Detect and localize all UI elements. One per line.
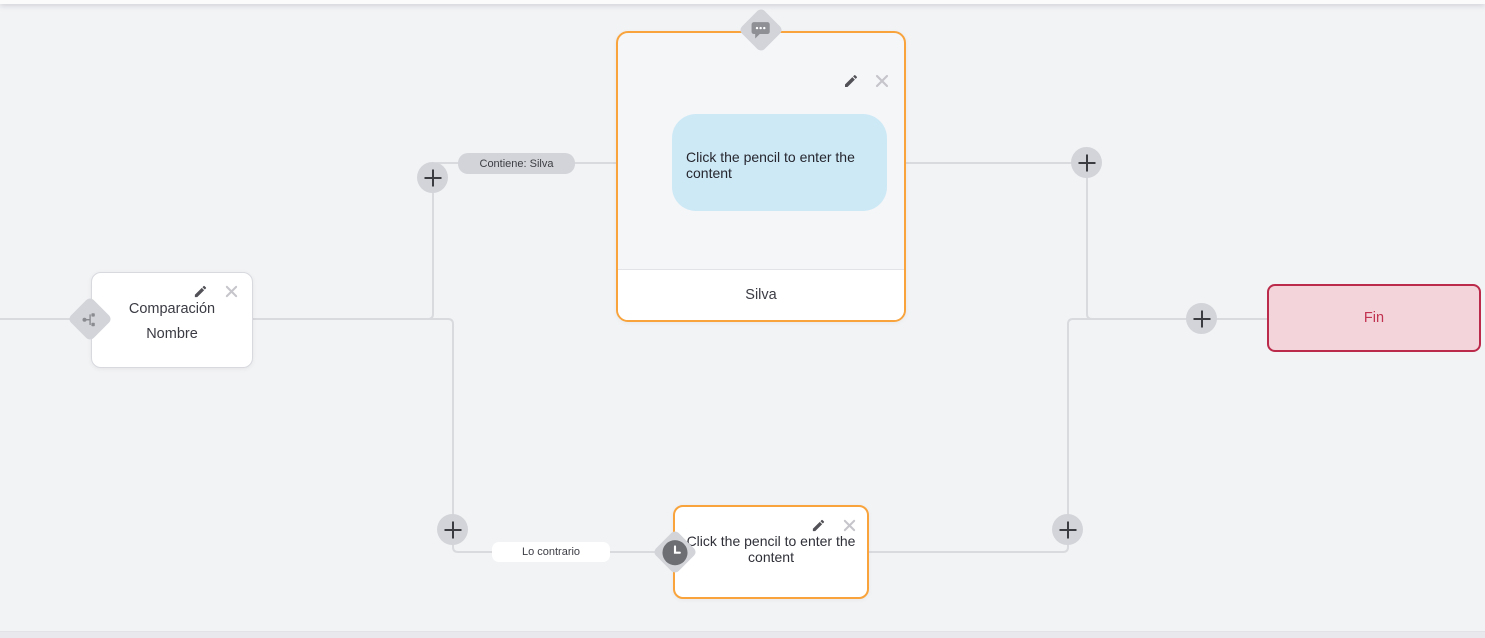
toolbar-bottom-edge [0,0,1485,4]
add-node-button-after-delay[interactable] [1052,514,1083,545]
message-footer-button: Silva [618,269,904,320]
clock-icon [662,539,688,565]
condition-title-line1: Comparación [128,301,216,317]
horizontal-scrollbar-track[interactable] [0,631,1485,638]
connector-condition-to-delay [253,318,673,553]
edit-pencil-button[interactable] [810,517,826,533]
condition-node-card[interactable]: Comparación Nombre [91,272,253,368]
condition-node-badge [67,296,113,342]
delay-node-badge [652,529,698,575]
delay-content-placeholder: Click the pencil to enter the content [686,533,856,565]
condition-title-line2: Nombre [146,326,198,342]
pencil-icon [812,519,824,531]
connector-message-to-end [906,162,1267,320]
close-icon [875,74,889,88]
edit-pencil-button[interactable] [192,283,208,299]
close-icon [225,285,237,297]
delete-node-button[interactable] [841,517,857,533]
add-node-button-top-branch[interactable] [417,162,448,193]
delete-node-button[interactable] [874,73,890,89]
add-node-button-bottom-branch[interactable] [437,514,468,545]
branch-icon [82,312,95,326]
delete-node-button[interactable] [223,283,239,299]
end-node-card[interactable]: Fin [1267,284,1481,352]
message-node-card[interactable]: Click the pencil to enter the content Si… [616,31,906,322]
chat-bubble-icon [751,21,771,39]
message-node-badge [738,7,784,53]
pencil-icon [845,74,858,87]
add-node-button-before-end[interactable] [1186,303,1217,334]
edge-label-contains: Contiene: Silva [458,153,575,174]
message-content-bubble: Click the pencil to enter the content [672,114,887,211]
pencil-icon [194,285,206,297]
delay-node-card[interactable]: Click the pencil to enter the content [673,505,869,599]
edit-pencil-button[interactable] [843,73,859,89]
connector-delay-to-end [869,318,1267,553]
edge-label-otherwise: Lo contrario [492,542,610,562]
close-icon [843,519,855,531]
add-node-button-after-message[interactable] [1071,147,1102,178]
